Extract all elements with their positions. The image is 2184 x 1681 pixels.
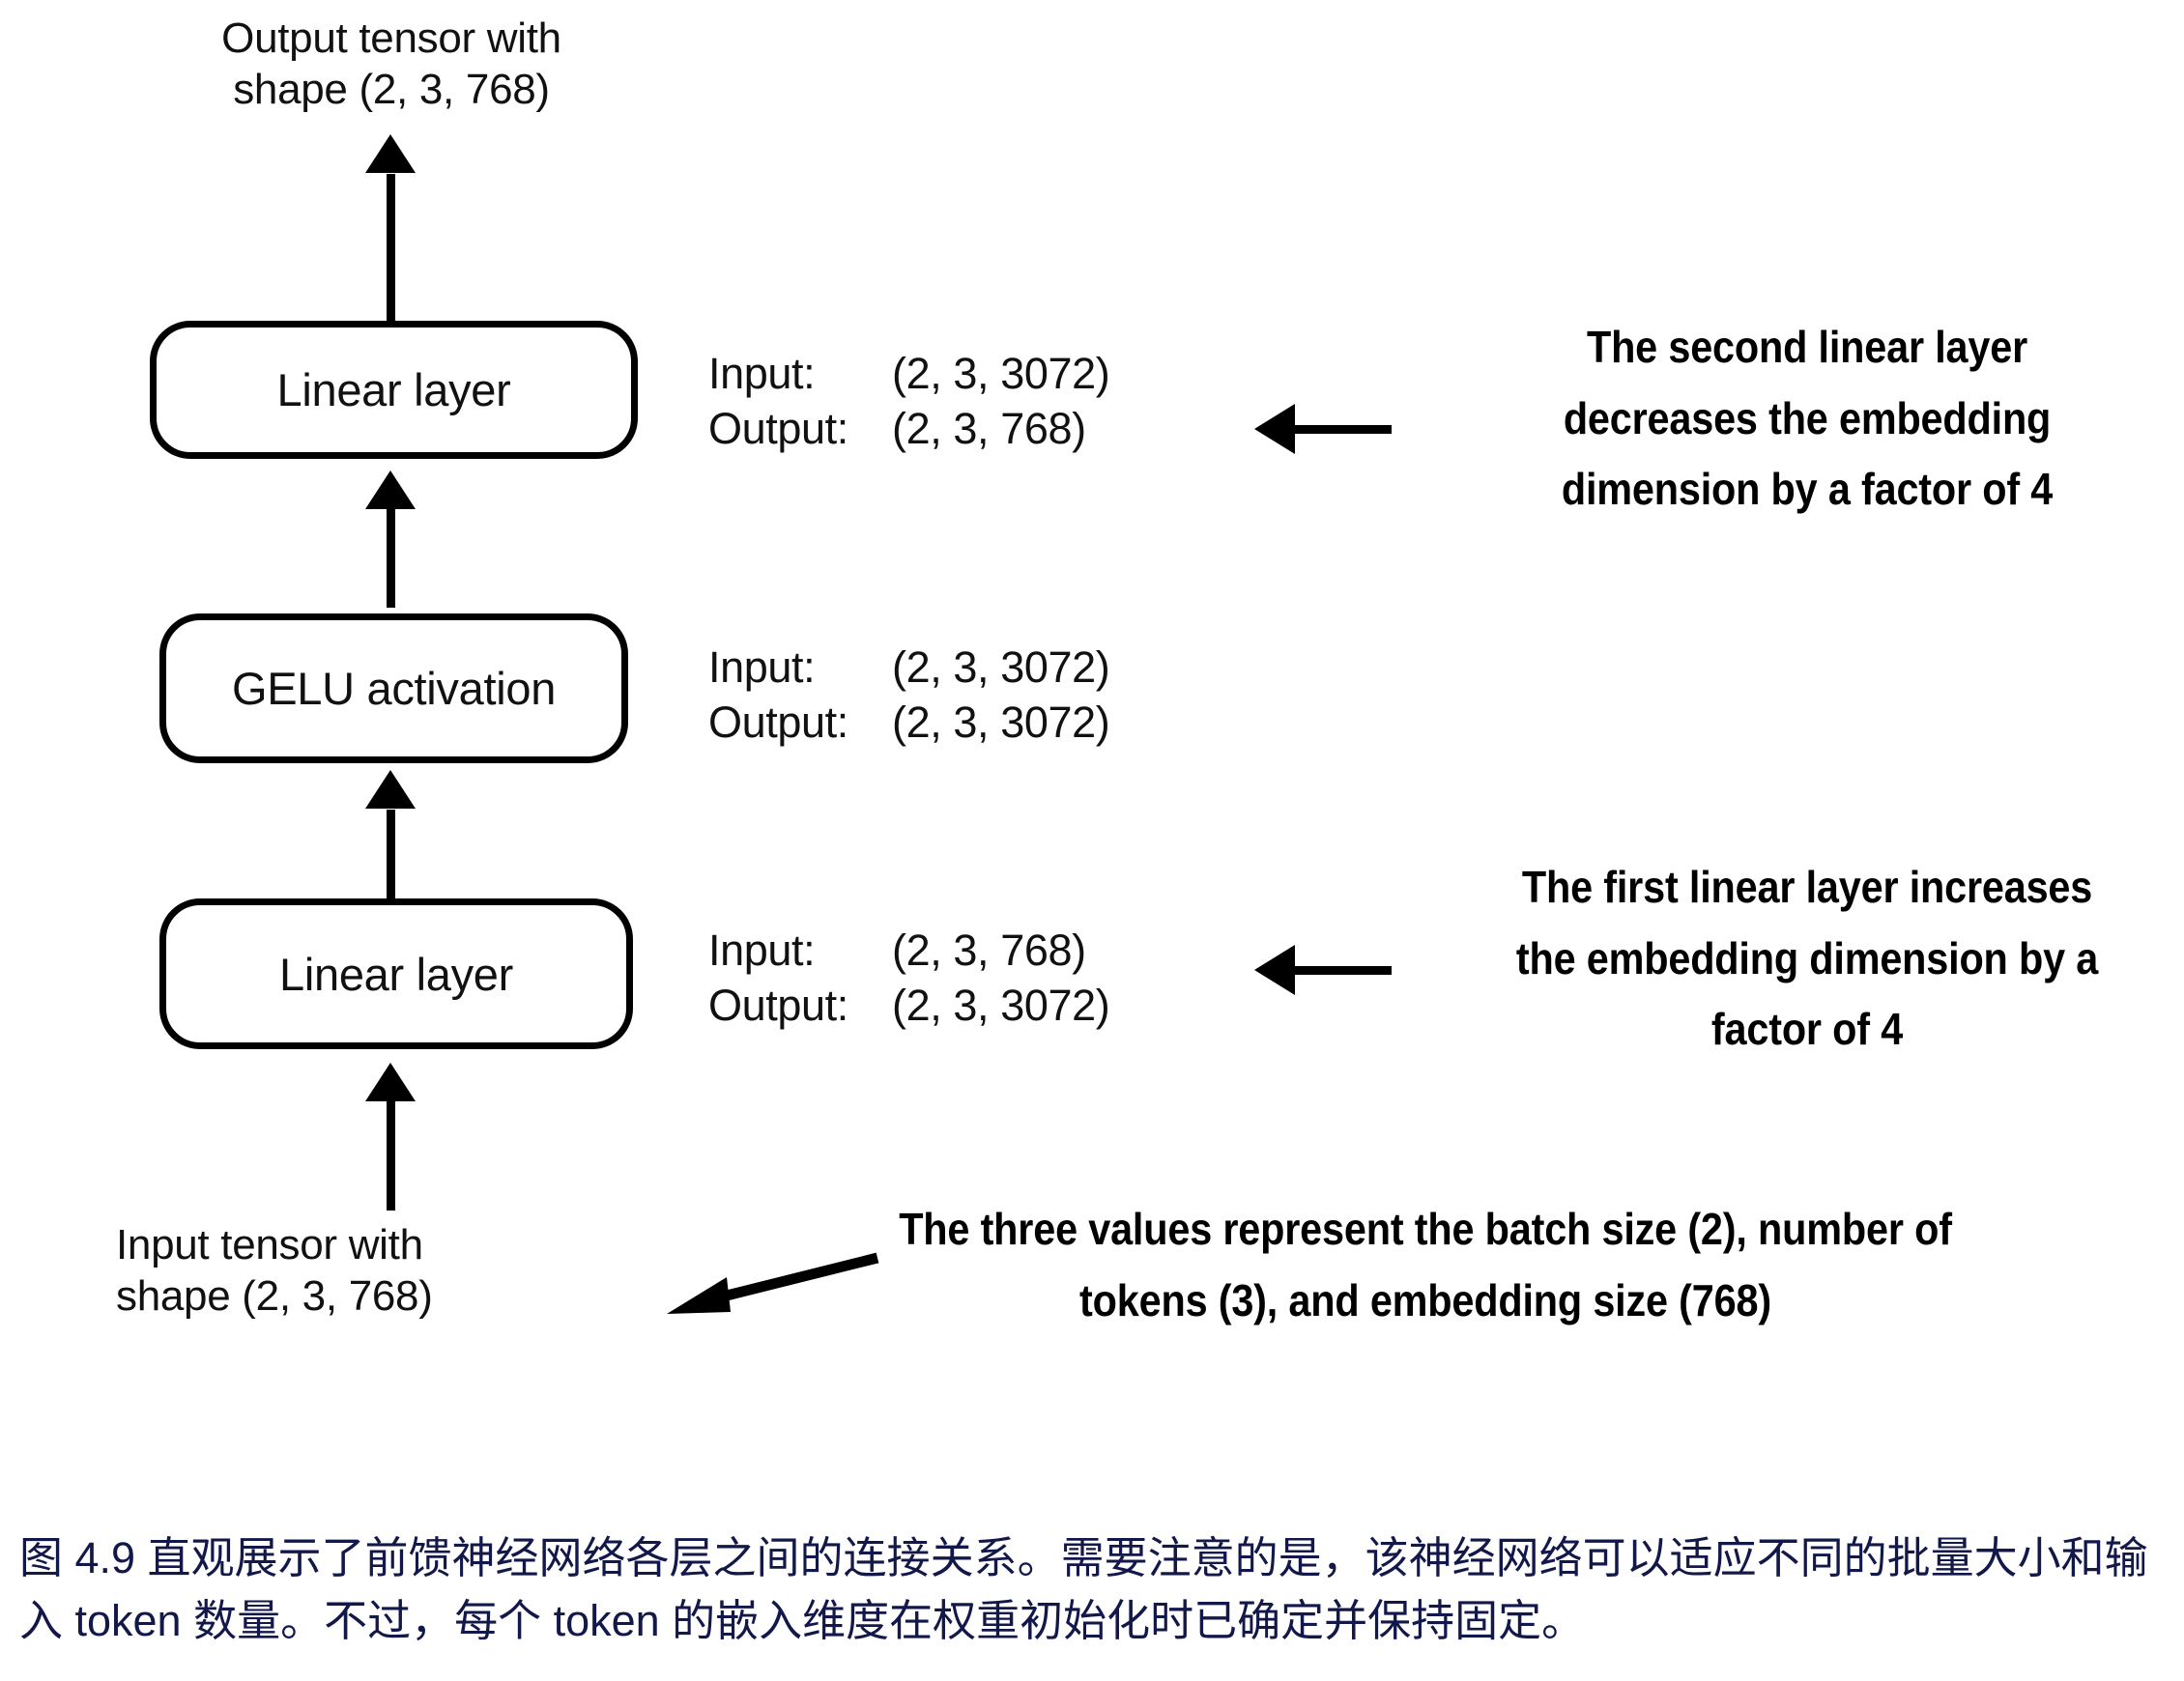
io-input-key: Input:: [708, 349, 816, 398]
io-block-gelu-activation: Input: (2, 3, 3072) Output: (2, 3, 3072): [708, 640, 1110, 750]
annotation-first-linear-layer: The first linear layer increases the emb…: [1515, 862, 2099, 1055]
io-row-output: Output: (2, 3, 3072): [708, 978, 1110, 1033]
arrow-input-to-linear1-shaft: [387, 1101, 395, 1211]
output-tensor-label: Output tensor with shape (2, 3, 768): [221, 14, 561, 113]
annotation-three-values: The three values represent the batch siz…: [899, 1204, 1952, 1325]
io-input-value: (2, 3, 3072): [892, 642, 1110, 692]
arrow-linear2-to-output-head: [365, 134, 416, 173]
io-output-value: (2, 3, 3072): [892, 698, 1110, 748]
io-output-key: Output:: [708, 404, 848, 454]
io-output-key: Output:: [708, 698, 848, 748]
io-row-output: Output: (2, 3, 768): [708, 401, 1109, 456]
arrow-first-annotation-head: [1254, 945, 1295, 995]
node-gelu-activation-label: GELU activation: [231, 663, 557, 714]
node-linear-layer-first-label: Linear layer: [279, 948, 513, 1000]
io-output-key: Output:: [708, 981, 848, 1031]
io-input-key: Input:: [708, 642, 816, 692]
io-input-value: (2, 3, 768): [892, 926, 1086, 975]
io-row-input: Input: (2, 3, 3072): [708, 346, 1110, 401]
node-linear-layer-second: Linear layer: [150, 321, 638, 459]
input-tensor-label: Input tensor with shape (2, 3, 768): [116, 1221, 433, 1320]
io-input-key: Input:: [708, 926, 816, 975]
arrow-gelu-to-linear2-shaft: [387, 507, 395, 608]
annotation-second-linear-layer: The second linear layer decreases the em…: [1561, 322, 2054, 515]
figure-caption: 图 4.9 直观展示了前馈神经网络各层之间的连接关系。需要注意的是，该神经网络可…: [19, 1533, 2148, 1646]
io-output-value: (2, 3, 768): [892, 404, 1086, 454]
node-linear-layer-first: Linear layer: [159, 898, 633, 1049]
arrow-gelu-to-linear2-head: [365, 470, 416, 509]
node-gelu-activation: GELU activation: [159, 613, 628, 763]
io-block-linear-layer-first: Input: (2, 3, 768) Output: (2, 3, 3072): [708, 923, 1110, 1033]
io-row-output: Output: (2, 3, 3072): [708, 695, 1110, 750]
io-row-input: Input: (2, 3, 768): [708, 923, 1109, 978]
arrow-linear1-to-gelu-shaft: [387, 810, 395, 906]
node-linear-layer-second-label: Linear layer: [276, 364, 511, 415]
arrow-linear1-to-gelu-head: [365, 770, 416, 809]
arrow-second-annotation-shaft: [1295, 425, 1392, 434]
arrow-linear2-to-output-shaft: [387, 174, 395, 324]
io-output-value: (2, 3, 3072): [892, 981, 1110, 1031]
arrow-second-annotation-head: [1254, 404, 1295, 454]
arrow-input-to-linear1-head: [365, 1063, 416, 1101]
arrow-first-annotation-shaft: [1295, 966, 1392, 975]
arrow-three-values-annotation: [667, 1252, 879, 1314]
io-row-input: Input: (2, 3, 3072): [708, 640, 1110, 695]
io-input-value: (2, 3, 3072): [892, 349, 1110, 398]
io-block-linear-layer-second: Input: (2, 3, 3072) Output: (2, 3, 768): [708, 346, 1110, 456]
